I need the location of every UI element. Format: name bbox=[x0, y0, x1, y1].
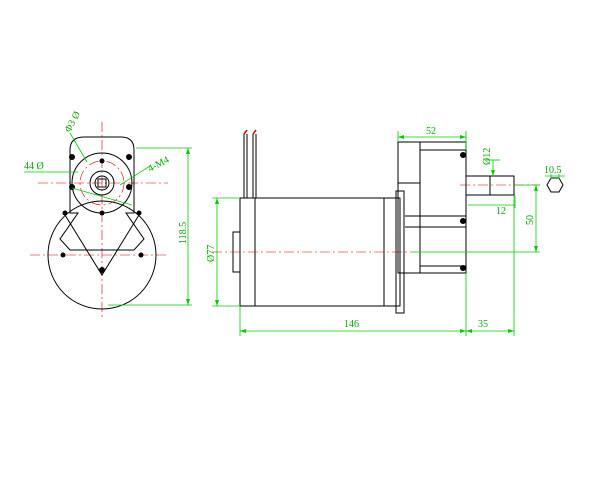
screw-hole bbox=[69, 154, 75, 160]
screw-hole bbox=[60, 252, 66, 258]
flat-width-label: 10.5 bbox=[544, 165, 562, 176]
dimension-arrows bbox=[186, 135, 538, 333]
screw-hole bbox=[126, 154, 132, 160]
gearbox-bolt bbox=[460, 218, 466, 224]
flange-circle-label: Φ3 Ø bbox=[63, 110, 83, 135]
overall-height-label: 118.5 bbox=[178, 222, 189, 244]
screw-holes bbox=[60, 154, 144, 273]
shaft-diameter-label: Ø12 bbox=[482, 148, 493, 165]
screw-hole bbox=[126, 184, 132, 190]
screw-hole bbox=[62, 210, 68, 216]
shaft-flat-section bbox=[546, 177, 564, 193]
lead-wires bbox=[243, 129, 257, 198]
screw-hole bbox=[99, 158, 105, 164]
bore-circle-label: 44 Ø bbox=[24, 161, 44, 172]
gearbox-bolt bbox=[460, 152, 466, 158]
shaft-flat bbox=[97, 178, 107, 188]
shaft-offset-label: 50 bbox=[525, 215, 536, 225]
gearbox-bolt bbox=[460, 265, 466, 271]
screw-hole bbox=[138, 252, 144, 258]
screw-hole bbox=[69, 184, 75, 190]
shaft-circle bbox=[94, 175, 110, 191]
mount-hole-leader bbox=[119, 165, 151, 186]
mounting-bracket-outline bbox=[64, 214, 140, 276]
screw-hole bbox=[99, 267, 105, 273]
front-view: Φ3 Ø 44 Ø 4-M4 118.5 bbox=[24, 110, 192, 318]
gearbox-plate-outline bbox=[59, 136, 145, 251]
mount-holes-label: 4-M4 bbox=[146, 154, 171, 174]
flange-leader bbox=[69, 132, 88, 163]
shaft-length-label: 35 bbox=[478, 319, 488, 330]
motor-housing-circle bbox=[47, 200, 157, 310]
gearbox-body bbox=[397, 141, 467, 274]
key-length-label: 12 bbox=[496, 206, 506, 217]
bolt-circle-leader bbox=[71, 187, 133, 206]
screw-hole bbox=[136, 210, 142, 216]
motor-diameter-label: Ø77 bbox=[206, 245, 217, 262]
screw-hole bbox=[99, 210, 105, 216]
motor-length-label: 146 bbox=[344, 319, 359, 330]
gearbox-width-label: 52 bbox=[426, 126, 436, 137]
hub-circle bbox=[89, 170, 115, 196]
side-view: 52 Ø12 10.5 12 50 Ø77 146 35 bbox=[186, 126, 565, 336]
